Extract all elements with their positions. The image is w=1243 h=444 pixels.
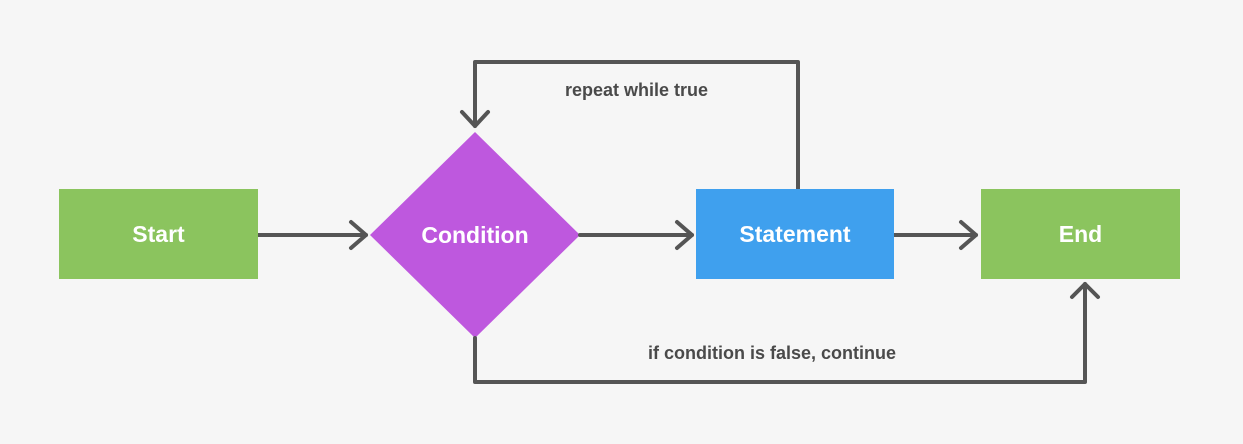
arrowhead-condition-left: [349, 220, 368, 250]
condition-diamond-shape: [370, 132, 580, 338]
arrow-false-branch: [473, 282, 1087, 384]
arrowhead-condition-top: [460, 110, 490, 128]
end-node-label: End: [1058, 220, 1103, 247]
start-node-label: Start: [132, 220, 185, 247]
statement-node-label: Statement: [739, 220, 851, 247]
arrowhead-end-bottom: [1070, 282, 1100, 299]
false-branch-label: if condition is false, continue: [648, 343, 897, 363]
start-node: Start: [59, 189, 258, 279]
condition-node: Condition: [370, 205, 580, 265]
arrow-loop-back: [473, 60, 800, 191]
arrowhead-statement-left: [675, 220, 694, 250]
loop-back-label: repeat while true: [565, 80, 709, 100]
end-node: End: [981, 189, 1180, 279]
condition-node-label: Condition: [421, 221, 529, 248]
arrowhead-end-left: [959, 220, 978, 250]
statement-node: Statement: [696, 189, 894, 279]
